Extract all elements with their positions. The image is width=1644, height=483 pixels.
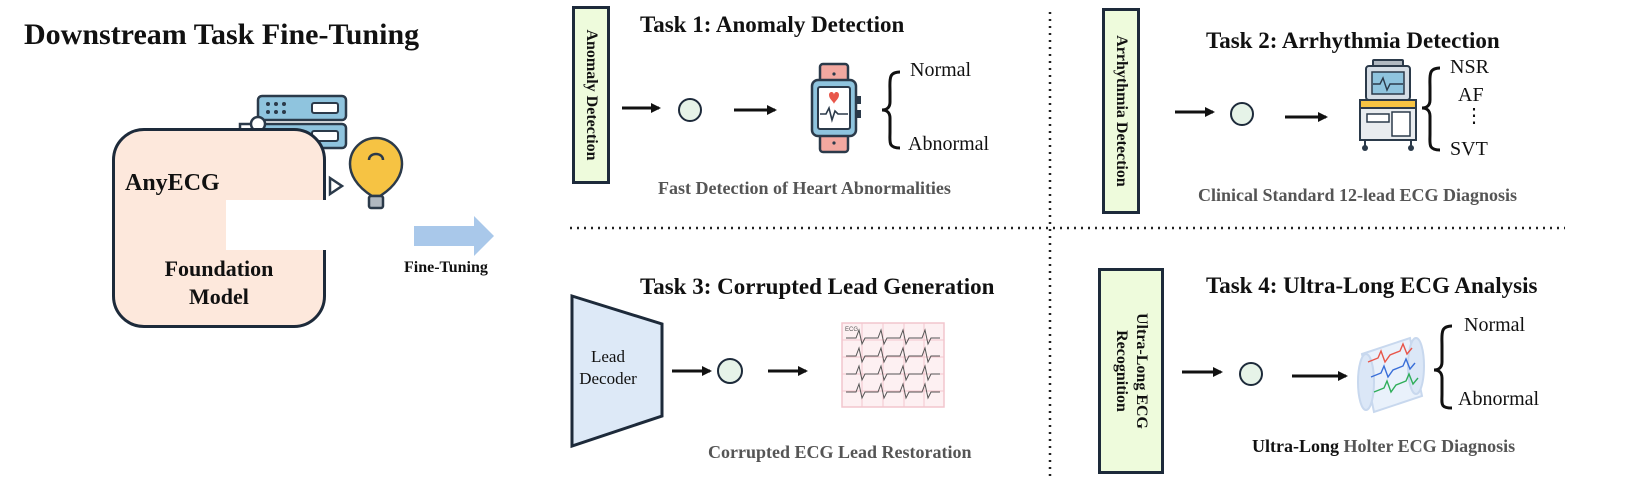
- task2-title: Task 2: Arrhythmia Detection: [1206, 28, 1500, 53]
- task1-output-abnormal: Abnormal: [908, 133, 990, 155]
- task2-output-af: AF: [1458, 84, 1484, 106]
- task3-embedding-node: [717, 358, 743, 384]
- ecg-scroll-icon: [1357, 336, 1425, 414]
- task2-output-svt: SVT: [1450, 138, 1488, 160]
- task1-subtitle: Fast Detection of Heart Abnormalities: [658, 178, 951, 198]
- task1-embedding-node: [678, 98, 702, 122]
- task4-title: Task 4: Ultra-Long ECG Analysis: [1206, 273, 1538, 298]
- task2-side-box: Arrhythmia Detection: [1102, 8, 1140, 214]
- task1-title: Task 1: Anomaly Detection: [640, 12, 905, 37]
- fine-tuning-arrow: [414, 216, 494, 256]
- task4-subtitle: Ultra-Long Holter ECG Diagnosis: [1252, 436, 1515, 457]
- task2-output-ellipsis: ⋮: [1464, 105, 1484, 127]
- task4-subtitle-rest: Holter ECG Diagnosis: [1339, 436, 1516, 456]
- task4-output-normal: Normal: [1464, 314, 1526, 336]
- task4-embedding-node: [1239, 362, 1263, 386]
- lead-decoder-label: Lead Decoder: [568, 346, 648, 390]
- task1-output-normal: Normal: [910, 59, 972, 81]
- ecg-machine-icon: [1359, 59, 1417, 151]
- task4-side-label: Ultra-Long ECG Recognition: [1111, 313, 1151, 429]
- task4-output-brace: [1433, 324, 1453, 410]
- task3-title: Task 3: Corrupted Lead Generation: [640, 274, 995, 299]
- foundation-model-label: Foundation Model: [112, 255, 326, 311]
- lead-decoder-shape: [570, 293, 664, 449]
- task1-output-brace: [881, 70, 901, 150]
- task3-subtitle: Corrupted ECG Lead Restoration: [708, 442, 972, 462]
- model-label-line2: Model: [189, 284, 249, 309]
- model-box-cutout: [226, 200, 326, 250]
- page-title: Downstream Task Fine-Tuning: [24, 18, 420, 51]
- task2-embedding-node: [1230, 102, 1254, 126]
- task4-side-box: Ultra-Long ECG Recognition: [1098, 268, 1164, 474]
- model-name: AnyECG: [125, 170, 220, 196]
- ecg-sheet-label: ECG: [845, 327, 858, 333]
- fine-tuning-label: Fine-Tuning: [404, 259, 488, 276]
- decoder-label-line1: Lead: [591, 347, 625, 366]
- task2-output-nsr: NSR: [1450, 56, 1489, 78]
- ecg-grid-icon: ECG: [841, 322, 945, 408]
- task2-subtitle: Clinical Standard 12-lead ECG Diagnosis: [1198, 185, 1518, 205]
- decoder-label-line2: Decoder: [579, 369, 637, 388]
- task1-side-label: Anomaly Detection: [583, 29, 600, 161]
- smartwatch-icon: [810, 62, 861, 154]
- task4-side-label-line2: Recognition: [1113, 330, 1130, 412]
- task4-side-label-line1: Ultra-Long ECG: [1133, 313, 1150, 429]
- task2-side-label: Arrhythmia Detection: [1113, 35, 1130, 187]
- model-label-line1: Foundation: [164, 256, 274, 281]
- task4-subtitle-bold: Ultra-Long: [1252, 436, 1339, 456]
- task4-output-abnormal: Abnormal: [1458, 388, 1540, 410]
- task1-side-box: Anomaly Detection: [572, 6, 610, 184]
- task2-output-brace: [1421, 66, 1441, 152]
- lightbulb-icon: [348, 136, 404, 210]
